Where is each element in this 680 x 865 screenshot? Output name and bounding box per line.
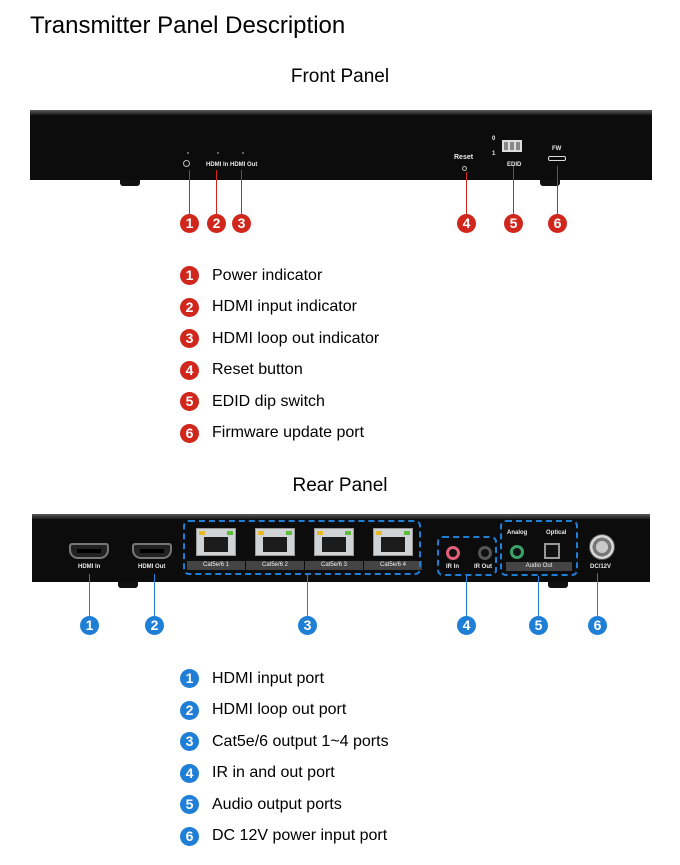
rear-legend-badge: 6 [180, 826, 199, 846]
edid-dip-switch[interactable] [502, 140, 522, 152]
front-legend-label: Power indicator [212, 266, 323, 284]
rear-hdmi-out-port[interactable] [132, 543, 172, 559]
reset-label: Reset [454, 154, 474, 161]
dip-0-label: 0 [492, 136, 496, 142]
front-legend-label: EDID dip switch [212, 392, 325, 410]
rear-badge-5: 5 [529, 616, 548, 635]
rear-legend-label: Cat5e/6 output 1~4 ports [212, 732, 389, 750]
ir-out-jack[interactable] [478, 546, 492, 560]
front-legend-badge: 5 [180, 392, 199, 412]
rear-hdmi-in-port[interactable] [69, 543, 109, 559]
cat-port-4[interactable] [373, 528, 413, 556]
front-legend-label: Reset button [212, 361, 303, 379]
rear-legend-badge: 3 [180, 732, 199, 752]
front-badge-2: 2 [207, 214, 226, 233]
front-hdmi-in-label: HDMI In [206, 162, 229, 168]
ir-in-jack[interactable] [446, 546, 460, 560]
front-legend-badge: 3 [180, 329, 199, 349]
cat-ports-group [183, 520, 421, 575]
list-item: 4 IR in and out port [180, 758, 389, 790]
list-item: 6 Firmware update port [180, 418, 379, 450]
ir-ports-group [437, 536, 497, 576]
front-legend-badge: 4 [180, 360, 199, 380]
firmware-usb-port[interactable] [548, 156, 566, 161]
front-legend: 1 Power indicator 2 HDMI input indicator 3… [180, 260, 379, 449]
front-panel-heading: Front Panel [290, 66, 390, 87]
optical-audio-port[interactable] [544, 543, 560, 559]
list-item: 5 EDID dip switch [180, 386, 379, 418]
front-legend-badge: 6 [180, 423, 199, 443]
list-item: 1 HDMI input port [180, 663, 389, 695]
front-badge-6: 6 [548, 214, 567, 233]
cat-port-3[interactable] [314, 528, 354, 556]
ir-out-label: IR Out [474, 564, 492, 570]
power-indicator-ring [183, 160, 190, 167]
rear-badge-4: 4 [457, 616, 476, 635]
front-legend-label: Firmware update port [212, 424, 365, 442]
front-legend-badge: 2 [180, 297, 199, 317]
optical-label: Optical [546, 530, 567, 536]
rear-badge-1: 1 [80, 616, 99, 635]
rear-legend-label: DC 12V power input port [212, 827, 388, 845]
front-badge-1: 1 [180, 214, 199, 233]
cat-label-2: Cat5e/6 2 [246, 561, 304, 570]
front-badge-4: 4 [457, 214, 476, 233]
list-item: 2 HDMI loop out port [180, 695, 389, 727]
dc-label: DC/12V [590, 564, 612, 570]
analog-audio-jack[interactable] [510, 545, 524, 559]
page-title: Transmitter Panel Description [30, 12, 346, 39]
cat-port-1[interactable] [196, 528, 236, 556]
rear-legend-badge: 5 [180, 795, 199, 815]
hdmi-out-led [242, 152, 244, 154]
rear-legend-badge: 4 [180, 763, 199, 783]
cat-label-3: Cat5e/6 3 [305, 561, 363, 570]
rear-legend-badge: 1 [180, 669, 199, 689]
analog-label: Analog [507, 530, 528, 536]
rear-hdmi-out-label: HDMI Out [138, 564, 166, 570]
cat-label-1: Cat5e/6 1 [187, 561, 245, 570]
list-item: 5 Audio output ports [180, 789, 389, 821]
rear-legend-label: HDMI input port [212, 669, 325, 687]
front-legend-badge: 1 [180, 266, 199, 286]
fw-label: FW [552, 146, 562, 152]
hdmi-in-led [217, 152, 219, 154]
list-item: 6 DC 12V power input port [180, 821, 389, 853]
front-badge-3: 3 [232, 214, 251, 233]
rear-legend-label: HDMI loop out port [212, 701, 347, 719]
reset-button[interactable] [462, 166, 467, 171]
front-legend-label: HDMI loop out indicator [212, 329, 380, 347]
list-item: 4 Reset button [180, 355, 379, 387]
rear-legend-label: Audio output ports [212, 795, 342, 813]
rear-legend-badge: 2 [180, 700, 199, 720]
ir-in-label: IR In [446, 564, 459, 570]
list-item: 2 HDMI input indicator [180, 292, 379, 324]
cat-label-4: Cat5e/6 4 [364, 561, 422, 570]
front-hdmi-out-label: HDMI Out [230, 162, 258, 168]
audio-out-label: Audio Out [506, 562, 572, 571]
front-badge-5: 5 [504, 214, 523, 233]
rear-badge-3: 3 [298, 616, 317, 635]
rear-badge-6: 6 [588, 616, 607, 635]
power-led [187, 152, 189, 154]
rear-panel-heading: Rear Panel [292, 475, 388, 496]
dc-power-jack[interactable] [589, 534, 615, 560]
list-item: 1 Power indicator [180, 260, 379, 292]
front-panel-device: HDMI In HDMI Out Reset 0 1 EDID FW [30, 110, 652, 180]
cat-port-2[interactable] [255, 528, 295, 556]
rear-legend: 1 HDMI input port 2 HDMI loop out port 3 Ca… [180, 663, 389, 852]
list-item: 3 HDMI loop out indicator [180, 323, 379, 355]
audio-ports-group [500, 520, 578, 576]
front-legend-label: HDMI input indicator [212, 298, 357, 316]
rear-panel-device: HDMI In HDMI Out Cat5e/6 1 Cat5e/6 2 Cat… [32, 514, 650, 582]
dip-1-label: 1 [492, 151, 496, 157]
edid-label: EDID [507, 162, 522, 168]
rear-badge-2: 2 [145, 616, 164, 635]
rear-legend-label: IR in and out port [212, 764, 335, 782]
list-item: 3 Cat5e/6 output 1~4 ports [180, 726, 389, 758]
rear-hdmi-in-label: HDMI In [78, 564, 101, 570]
